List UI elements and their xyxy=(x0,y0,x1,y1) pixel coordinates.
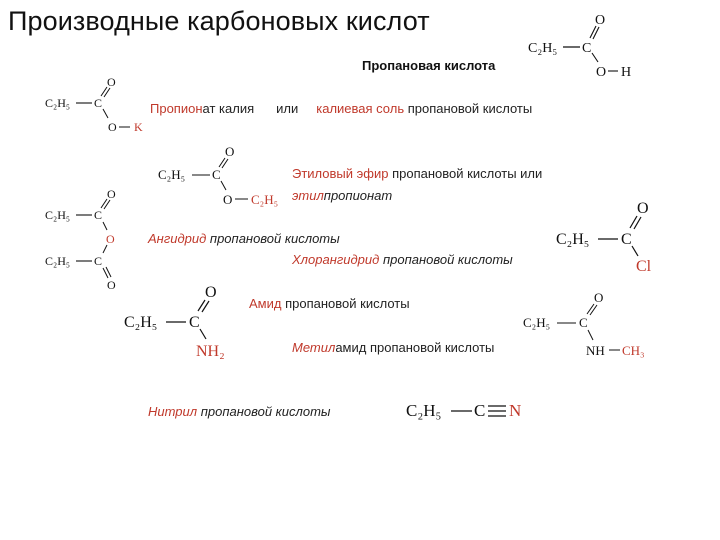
bond-line xyxy=(102,108,109,119)
bond-line xyxy=(631,245,639,257)
bond-line xyxy=(102,267,109,279)
formula-atom-text: C₂H₅ xyxy=(528,41,557,56)
formula-atom-text: H xyxy=(621,65,631,80)
formula-atom-text: O xyxy=(594,290,603,305)
formula-atom-text: C xyxy=(582,41,591,56)
bond-line xyxy=(105,266,112,278)
formula-atom-text: C₂H₅ xyxy=(523,315,550,330)
bond-line xyxy=(103,199,111,210)
formula-atom-text: C xyxy=(94,254,102,268)
amide-formula: C₂H₅ C O NH₂ xyxy=(124,284,225,360)
bond-line xyxy=(592,26,600,40)
formula-atom-text: O xyxy=(637,200,649,217)
page-title: Производные карбоновых кислот xyxy=(8,6,430,36)
bond-line xyxy=(591,52,599,63)
methylamide-formula: C₂H₅ C O NH CH₃ xyxy=(523,290,645,358)
anhydride-formula: C₂H₅ C O O C₂H₅ C O xyxy=(45,187,116,292)
propanoic-acid-formula: C₂H₅ C O O H xyxy=(528,13,631,80)
bond-line xyxy=(586,303,595,315)
bond-line xyxy=(589,25,597,39)
formula-atom-text: N xyxy=(509,401,521,420)
formula-atom-text: C xyxy=(212,167,221,182)
bond-line xyxy=(218,157,226,168)
formula-atom-text: Cl xyxy=(636,258,652,275)
formula-atom-text: O xyxy=(106,232,115,246)
formula-atom-text: C₂H₅ xyxy=(251,192,278,207)
bond-line xyxy=(100,198,108,209)
acid-name-label: Пропановая кислота xyxy=(362,58,496,73)
formula-atom-text: O xyxy=(108,120,117,134)
formula-atom-text: K xyxy=(134,120,143,134)
formula-atom-text: C₂H₅ xyxy=(124,314,157,331)
formula-atom-text: C xyxy=(579,315,588,330)
bond-line xyxy=(102,244,108,254)
formula-atom-text: C₂H₅ xyxy=(406,401,442,420)
bond-line xyxy=(589,304,598,316)
formula-atom-text: C xyxy=(621,231,632,248)
bond-line xyxy=(100,86,108,97)
nitrile-label: Нитрил пропановой кислоты xyxy=(148,404,331,419)
formula-atom-text: C₂H₅ xyxy=(45,254,70,268)
potassium-propionate-formula: C₂H₅ C O O K xyxy=(45,75,143,134)
formula-atom-text: O xyxy=(225,144,234,159)
formula-atom-text: C₂H₅ xyxy=(556,231,589,248)
formula-atom-text: O xyxy=(107,278,116,292)
formula-atom-text: NH₂ xyxy=(196,343,225,360)
acid-chloride-formula: C₂H₅ C O Cl xyxy=(556,200,652,275)
bond-line xyxy=(221,158,229,169)
bond-line xyxy=(629,215,638,229)
formula-atom-text: C xyxy=(94,96,102,110)
formula-atom-text: O xyxy=(596,65,606,80)
ethyl-ester-label: Этиловый эфир пропановой кислоты или xyxy=(292,166,543,181)
ethyl-propionate-label: этилпропионат xyxy=(292,188,393,203)
acid-chloride-label: Хлорангидрид пропановой кислоты xyxy=(292,252,513,267)
anhydride-label: Ангидрид пропановой кислоты xyxy=(148,231,340,246)
formula-atom-text: C₂H₅ xyxy=(45,96,70,110)
formula-atom-text: O xyxy=(223,192,232,207)
ethyl-propionate-formula: C₂H₅ C O O C₂H₅ xyxy=(158,144,278,207)
formula-atom-text: O xyxy=(205,284,217,301)
bond-line xyxy=(103,87,111,98)
bond-line xyxy=(633,216,642,230)
bond-line xyxy=(199,328,207,340)
formula-atom-text: C₂H₅ xyxy=(45,208,70,222)
bond-line xyxy=(197,299,206,312)
bond-line xyxy=(220,180,227,191)
formula-atom-text: C xyxy=(474,401,485,420)
amide-label: Амид пропановой кислоты xyxy=(249,296,410,311)
formula-atom-text: NH xyxy=(586,343,605,358)
bond-line xyxy=(201,300,210,313)
bond-line xyxy=(587,329,594,341)
formula-atom-text: CH₃ xyxy=(622,343,645,358)
formula-atom-text: C xyxy=(94,208,102,222)
formula-atom-text: O xyxy=(107,187,116,201)
formula-atom-text: C₂H₅ xyxy=(158,167,185,182)
nitrile-formula: C₂H₅ C N xyxy=(406,401,521,420)
methylamide-label: Метиламид пропановой кислоты xyxy=(292,340,495,355)
bond-line xyxy=(102,221,108,231)
formula-atom-text: O xyxy=(595,13,605,28)
formula-atom-text: O xyxy=(107,75,116,89)
formula-atom-text: C xyxy=(189,314,200,331)
